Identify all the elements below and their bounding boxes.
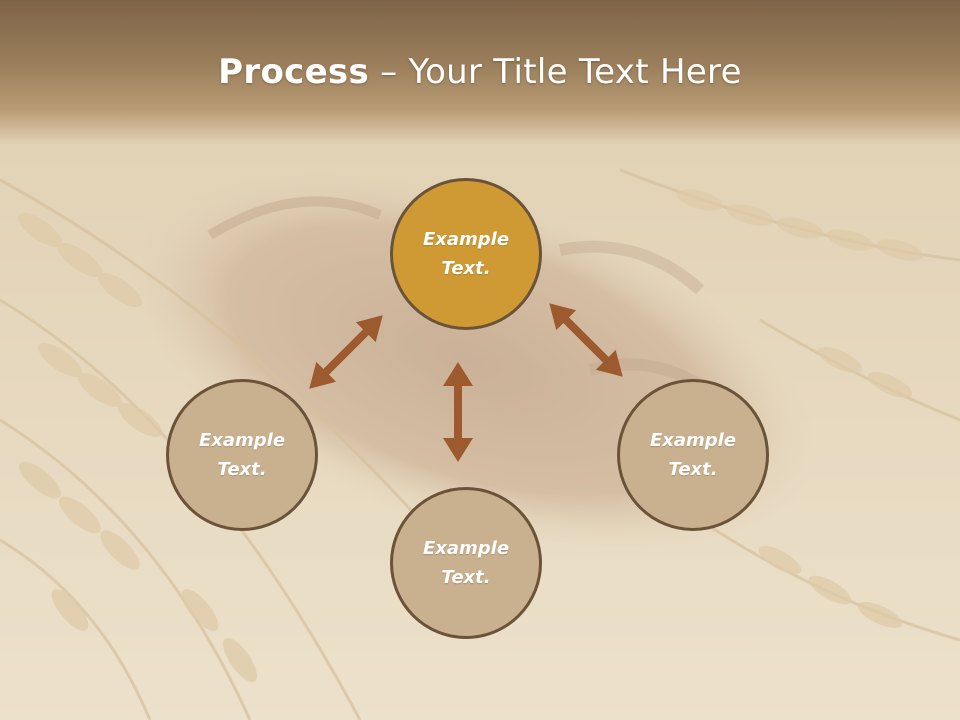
process-node-bottom[interactable]: Example Text.	[390, 487, 542, 639]
arrow-vertical	[443, 362, 473, 462]
title-bold: Process	[218, 52, 370, 92]
node-bottom-text: Example Text.	[422, 538, 510, 588]
node-left-text: Example Text.	[198, 430, 286, 480]
node-right-text: Example Text.	[649, 430, 737, 480]
slide-title: Process – Your Title Text Here	[0, 52, 960, 92]
process-node-right[interactable]: Example Text.	[617, 379, 769, 531]
title-band	[0, 0, 960, 145]
title-rest: – Your Title Text Here	[369, 52, 742, 92]
arrow-top-right	[549, 303, 623, 377]
node-top-text: Example Text.	[422, 229, 510, 279]
process-node-top[interactable]: Example Text.	[390, 178, 542, 330]
arrow-top-left	[309, 315, 383, 389]
process-node-left[interactable]: Example Text.	[166, 379, 318, 531]
